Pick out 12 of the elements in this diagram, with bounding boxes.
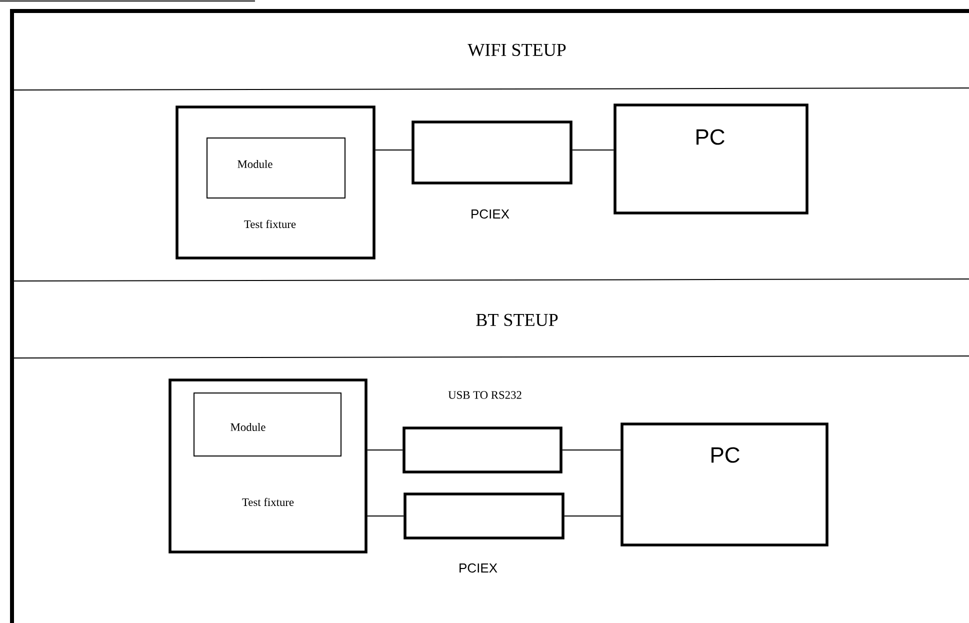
box-caption: PCIEX [460,563,498,573]
module-box: Module [194,392,342,456]
connector-box [412,120,572,184]
connector-box [404,492,564,540]
section-heading: BT STEUP [476,314,558,326]
pc-box: PC [614,104,808,214]
box-caption: USB TO RS232 [448,391,522,399]
connector-box [402,426,562,474]
module-box: Module [206,138,346,198]
pc-box: PC [620,422,828,546]
section-heading: WIFI STEUP [468,44,566,56]
box-caption: PCIEX [472,209,510,219]
